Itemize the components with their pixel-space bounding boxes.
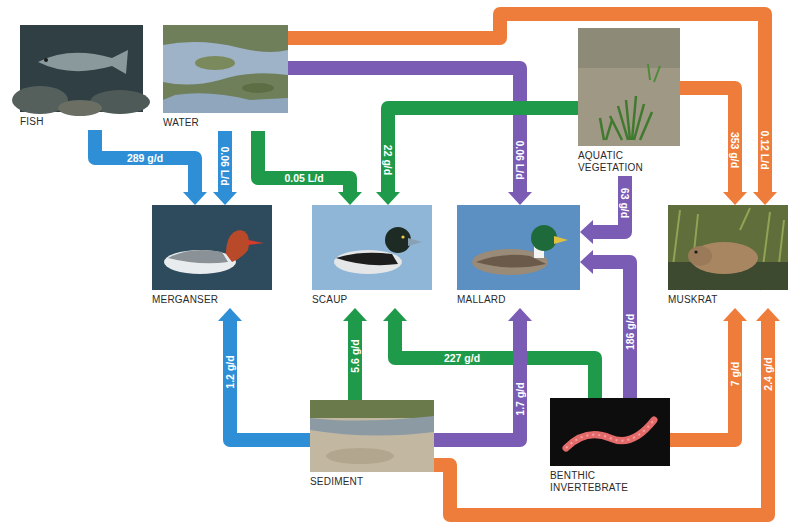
scaup-photo xyxy=(312,205,432,290)
node-caption: MUSKRAT xyxy=(668,294,788,306)
node-caption: BENTHIC INVERTEBRATE xyxy=(550,470,640,494)
flow-arrow xyxy=(434,308,780,515)
photo-node: MALLARD xyxy=(457,205,580,308)
rate-label: 227 g/d xyxy=(441,351,483,365)
fish-photo xyxy=(12,25,150,116)
arrow-band xyxy=(258,131,350,193)
photo-node: FISH xyxy=(20,25,143,130)
rate-label: 1.7 g/d xyxy=(513,379,527,418)
arrow-head xyxy=(338,192,362,205)
arrow-head xyxy=(376,192,400,205)
arrow-head xyxy=(580,220,593,244)
arrow-band xyxy=(348,320,362,400)
flow-arrow xyxy=(383,308,595,398)
arrow-head xyxy=(343,308,367,321)
rate-label: 289 g/d xyxy=(124,151,166,165)
photo-node: SCAUP xyxy=(312,205,432,308)
flow-arrow xyxy=(213,131,237,205)
rate-label: 22 g/d xyxy=(381,142,395,178)
arrow-head xyxy=(183,192,207,205)
rate-label: 0.06 L/d xyxy=(218,143,232,188)
rate-label: 1.2 g/d xyxy=(223,352,237,391)
arrow-head xyxy=(756,308,780,321)
rate-label: 186 g/d xyxy=(623,311,637,353)
arrow-band xyxy=(434,320,768,515)
photo-node: AQUATIC VEGETATION xyxy=(578,28,680,176)
flow-arrow xyxy=(376,108,578,205)
mallard-photo xyxy=(457,205,580,290)
node-caption: WATER xyxy=(163,117,288,129)
vegetation-photo xyxy=(578,28,680,146)
rate-label: 0.12 L/d xyxy=(758,127,772,172)
node-caption: SCAUP xyxy=(312,294,432,306)
muskrat-photo xyxy=(668,205,788,290)
photo-node: SEDIMENT xyxy=(310,400,434,490)
arrow-head xyxy=(508,192,532,205)
arrow-band xyxy=(218,131,232,193)
photo-node: WATER xyxy=(163,25,288,131)
arrow-band xyxy=(288,14,765,193)
flow-arrow xyxy=(434,308,532,440)
rate-label: 5.6 g/d xyxy=(348,336,362,375)
rate-label: 0.06 L/d xyxy=(513,137,527,182)
node-caption: FISH xyxy=(20,116,143,128)
arrow-band xyxy=(230,320,310,440)
node-caption: AQUATIC VEGETATION xyxy=(578,150,668,174)
arrow-head xyxy=(723,192,747,205)
arrow-head xyxy=(213,192,237,205)
sediment-photo xyxy=(310,400,434,472)
rate-label: 63 g/d xyxy=(618,185,632,221)
rate-label: 0.05 L/d xyxy=(281,171,326,185)
arrow-band xyxy=(680,88,735,193)
arrow-head xyxy=(383,308,407,321)
flow-arrow xyxy=(670,308,747,440)
flow-arrow xyxy=(343,308,367,400)
arrow-band xyxy=(395,320,595,398)
arrow-head xyxy=(753,192,777,205)
photo-node: MERGANSER xyxy=(152,205,272,308)
merganser-photo xyxy=(152,205,272,290)
arrow-band xyxy=(434,320,520,440)
photo-node: MUSKRAT xyxy=(668,205,788,308)
arrow-head xyxy=(218,308,242,321)
invertebrate-photo xyxy=(550,398,670,466)
flow-arrow xyxy=(258,131,362,205)
arrow-band xyxy=(95,130,195,193)
node-caption: SEDIMENT xyxy=(310,476,434,488)
flow-arrow xyxy=(680,88,747,205)
node-caption: MALLARD xyxy=(457,294,580,306)
arrow-band xyxy=(388,108,578,193)
arrow-band xyxy=(670,320,735,440)
arrow-head xyxy=(723,308,747,321)
photo-node: BENTHIC INVERTEBRATE xyxy=(550,398,670,496)
flow-arrow xyxy=(218,308,310,440)
rate-label: 353 g/d xyxy=(728,129,742,171)
flow-arrow xyxy=(95,130,207,205)
node-caption: MERGANSER xyxy=(152,294,272,306)
arrow-head xyxy=(580,250,593,274)
rate-label: 2.4 g/d xyxy=(761,354,775,393)
flow-arrow xyxy=(288,14,777,205)
arrow-head xyxy=(508,308,532,321)
water-photo xyxy=(163,25,288,113)
rate-label: 7 g/d xyxy=(728,359,742,390)
